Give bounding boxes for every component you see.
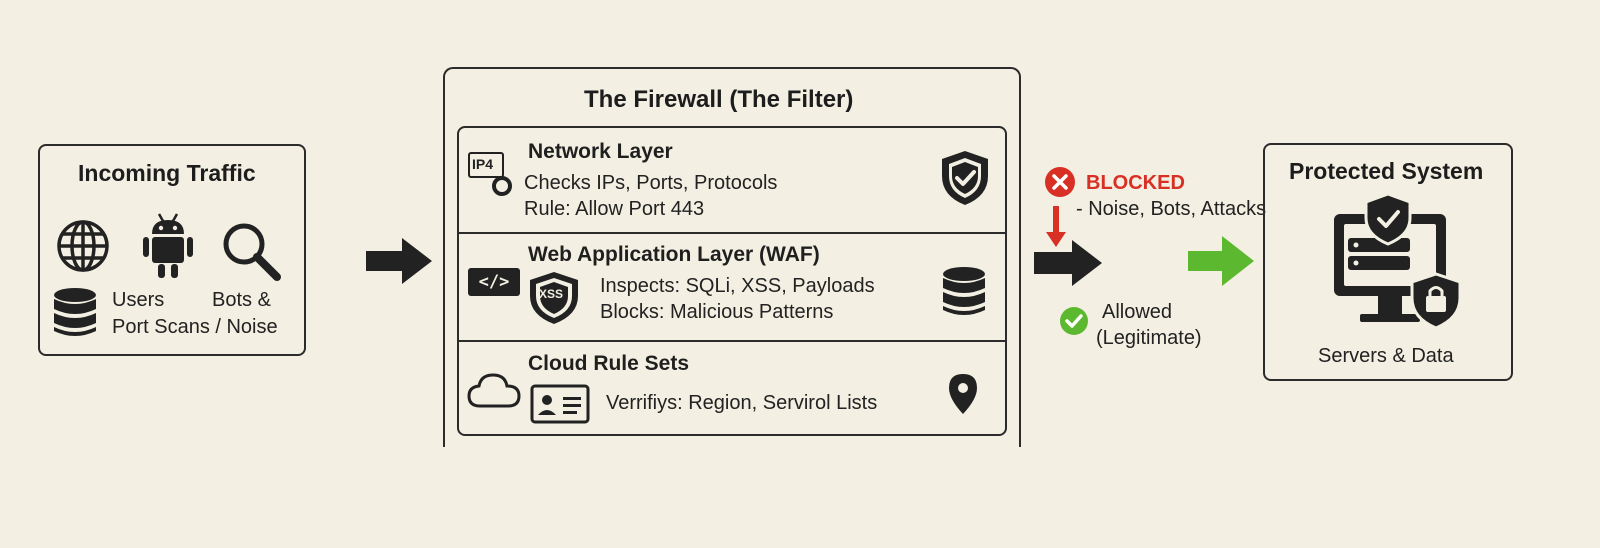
protected-system-title: Protected System — [1289, 158, 1484, 184]
database-icon — [54, 288, 96, 336]
servers-data-caption: Servers & Data — [1318, 345, 1454, 367]
arrow-right-icon — [366, 238, 432, 284]
waf-layer-line1: Inspects: SQLi, XSS, Payloads — [600, 275, 875, 297]
network-layer-title: Network Layer — [528, 140, 673, 163]
monitor-server-icon — [1334, 192, 1462, 330]
firewall-title: The Firewall (The Filter) — [584, 86, 854, 113]
port-scans-label: Port Scans / Noise — [112, 316, 278, 338]
network-layer-line1: Checks IPs, Ports, Protocols — [524, 172, 778, 194]
protected-system-panel — [1263, 143, 1513, 381]
firewall-panel — [443, 67, 1021, 447]
green-arrow-icon — [1188, 236, 1254, 286]
cloud-rules-line1: Verrifiys: Region, Servirol Lists — [606, 392, 878, 414]
incoming-traffic-title: Incoming Traffic — [78, 160, 256, 186]
ip4-badge-text: IP4 — [472, 156, 494, 172]
blocked-label: BLOCKED — [1086, 172, 1185, 194]
blocked-x-icon — [1045, 167, 1075, 197]
incoming-traffic-panel — [38, 144, 306, 356]
allowed-detail: (Legitimate) — [1096, 327, 1202, 349]
magnifier-icon — [223, 223, 281, 281]
xss-badge-text: XSS — [539, 287, 564, 301]
cloud-rules-title: Cloud Rule Sets — [528, 352, 690, 375]
id-card-icon — [530, 384, 590, 424]
waf-layer-title: Web Application Layer (WAF) — [528, 243, 820, 266]
android-icon — [143, 213, 193, 278]
allowed-label: Allowed — [1102, 301, 1173, 323]
allowed-check-icon — [1060, 307, 1088, 335]
users-label: Users — [112, 289, 165, 311]
ip4-icon: IP4 — [468, 152, 514, 198]
bots-label: Bots & — [212, 289, 271, 311]
cloud-icon — [467, 373, 521, 408]
allowed-arrow-icon — [1034, 240, 1102, 286]
waf-layer-line2: Blocks: Malicious Patterns — [600, 301, 834, 323]
code-icon: </> — [468, 268, 520, 296]
globe-icon — [57, 220, 109, 272]
blocked-down-arrow-icon — [1046, 206, 1066, 247]
code-glyph: </> — [478, 272, 510, 292]
xss-shield-icon — [530, 272, 578, 324]
waf-database-icon — [943, 267, 985, 315]
cloud-rules-card — [457, 340, 1007, 436]
map-pin-icon — [949, 374, 977, 414]
network-layer-line2: Rule: Allow Port 443 — [524, 198, 705, 220]
shield-check-icon — [942, 151, 988, 205]
blocked-detail: - Noise, Bots, Attacks — [1076, 198, 1267, 220]
